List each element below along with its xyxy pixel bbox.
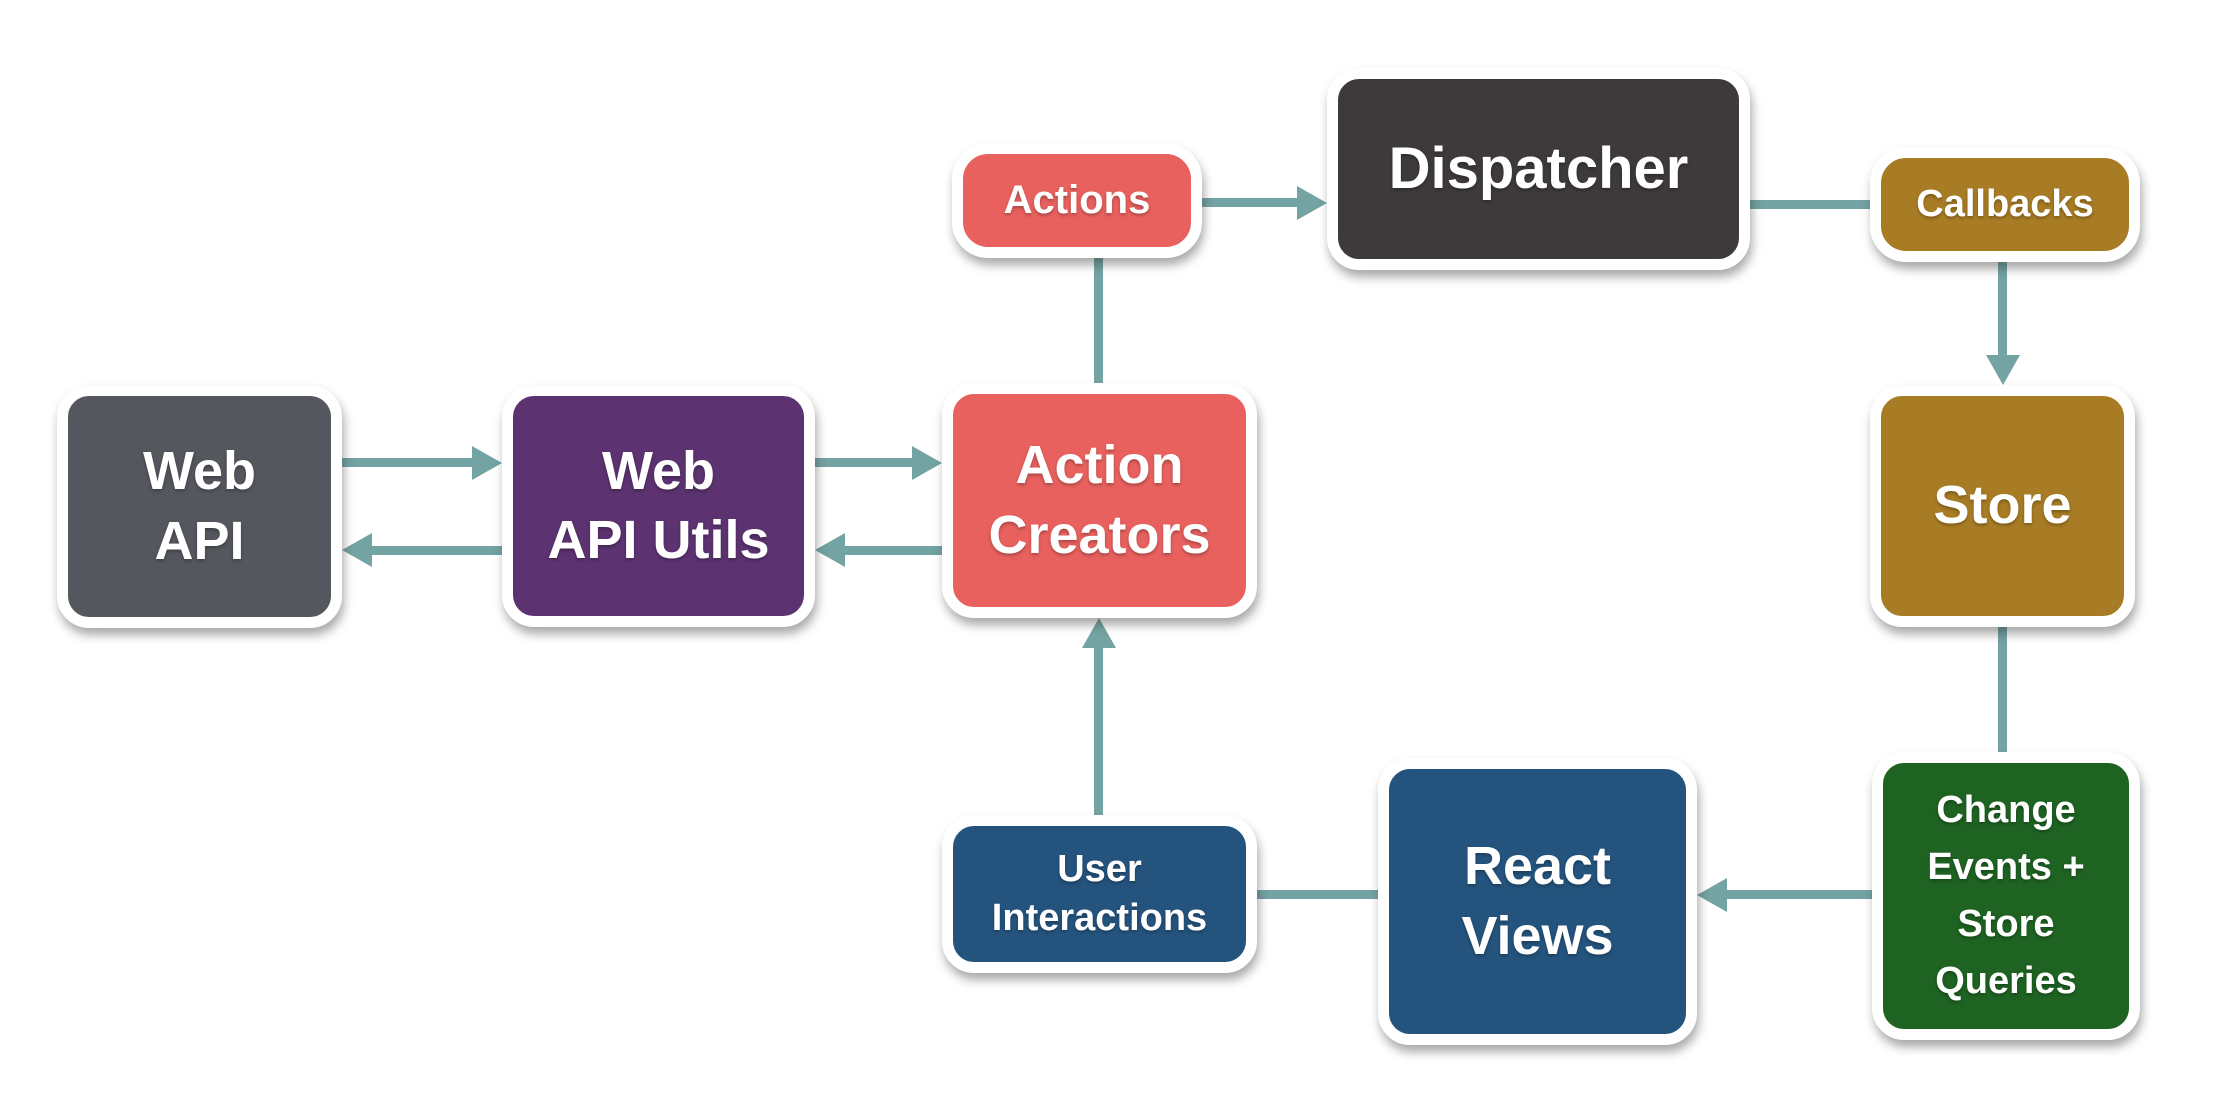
node-label: User Interactions <box>991 848 1208 939</box>
edge-line <box>1094 258 1103 383</box>
edge-arrowhead <box>342 533 372 567</box>
edge-line <box>1750 200 1870 209</box>
node-label: Change Events + Store Queries <box>1927 789 2085 1002</box>
edge-arrowhead <box>912 446 942 480</box>
edge-arrowhead <box>815 533 845 567</box>
node-callbacks: Callbacks <box>1870 147 2140 262</box>
edge-line <box>1257 890 1378 899</box>
node-dispatcher: Dispatcher <box>1327 68 1750 270</box>
edge-line <box>1998 627 2007 752</box>
edge-line <box>845 546 942 555</box>
edge-line <box>372 546 502 555</box>
node-label: Dispatcher <box>1388 135 1689 201</box>
node-web-api-utils: Web API Utils <box>502 385 815 627</box>
node-label: Callbacks <box>1916 183 2094 226</box>
edge-line <box>342 458 472 467</box>
edge-arrowhead <box>1986 355 2020 385</box>
node-react-views: React Views <box>1378 758 1697 1045</box>
edge-line <box>1202 198 1297 207</box>
node-change-events-store-queries: Change Events + Store Queries <box>1872 752 2140 1040</box>
edge-line <box>815 458 912 467</box>
edge-arrowhead <box>1697 878 1727 912</box>
node-store: Store <box>1870 385 2135 627</box>
edge-line <box>1094 648 1103 815</box>
edge-line <box>1727 890 1872 899</box>
edge-arrowhead <box>1082 618 1116 648</box>
node-label: Web API <box>142 441 256 571</box>
node-actions: Actions <box>952 143 1202 258</box>
node-label: Actions <box>1003 177 1151 222</box>
edge-line <box>1998 262 2007 355</box>
node-web-api: Web API <box>57 385 342 628</box>
node-label: Action Creators <box>988 435 1211 565</box>
edge-arrowhead <box>1297 186 1327 220</box>
node-action-creators: Action Creators <box>942 383 1257 618</box>
node-label: Web API Utils <box>547 440 770 570</box>
node-user-interactions: User Interactions <box>942 815 1257 973</box>
node-label: Store <box>1933 475 2072 536</box>
edge-arrowhead <box>472 446 502 480</box>
node-label: React Views <box>1461 836 1614 966</box>
